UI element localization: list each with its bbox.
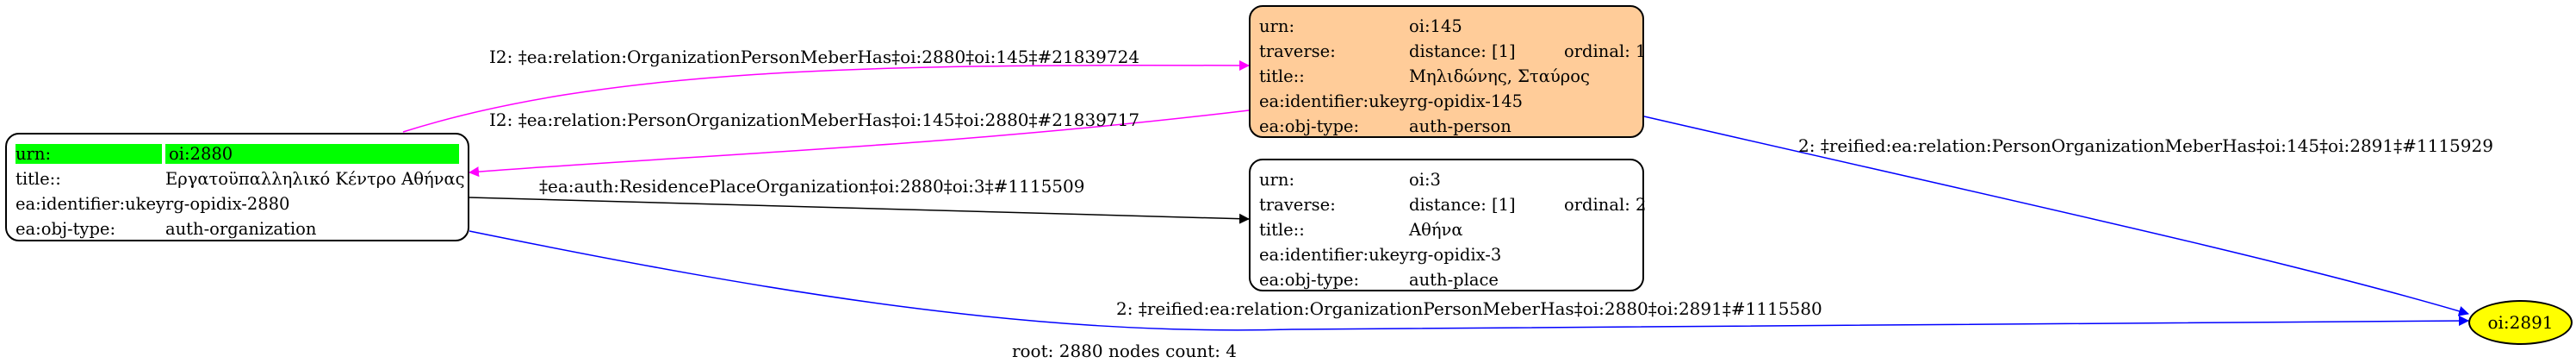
graph-footer: root: 2880 nodes count: 4 [1011, 341, 1238, 361]
person-row-urn: urn: oi:145 [1259, 14, 1634, 39]
place-ukey-value: rg-opidix-3 [1409, 245, 1502, 265]
place-row-urn: urn: oi:3 [1259, 167, 1634, 192]
place-row-type: ea:obj-type: auth-place [1259, 267, 1634, 292]
place-type-value: auth-place [1409, 270, 1499, 290]
root-urn-value: oi:2880 [165, 144, 459, 164]
place-ukey-key: ea:identifier:ukey [1259, 245, 1409, 265]
place-row-ukey: ea:identifier:ukey rg-opidix-3 [1259, 242, 1634, 267]
edge-org-to-person [402, 59, 1250, 133]
person-row-title: title:: Μηλιδώνης, Σταύρος [1259, 64, 1634, 89]
root-row-urn: urn: oi:2880 [16, 141, 459, 166]
person-traverse-key: traverse: [1259, 41, 1336, 61]
person-row-type: ea:obj-type: auth-person [1259, 114, 1634, 139]
place-node[interactable]: urn: oi:3 traverse: distance: [1] ordinal… [1249, 159, 1646, 292]
edge-person-to-org [469, 110, 1250, 178]
root-row-ukey: ea:identifier:ukey rg-opidix-2880 [16, 191, 459, 216]
root-row-title: title:: Εργατοϋπαλληλικό Κέντρο Αθήνας [16, 166, 465, 191]
place-row-traverse: traverse: distance: [1] ordinal: 2 [1259, 192, 1646, 217]
person-title-value: Μηλιδώνης, Σταύρος [1409, 66, 1590, 86]
root-ukey-key: ea:identifier:ukey [16, 194, 165, 214]
root-urn-key: urn: [16, 144, 162, 164]
person-ukey-value: rg-opidix-145 [1409, 91, 1524, 111]
person-ukey-key: ea:identifier:ukey [1259, 91, 1409, 111]
reified-node[interactable]: oi:2891 [2468, 300, 2573, 345]
person-node[interactable]: urn: oi:145 traverse: distance: [1] ordin… [1249, 5, 1646, 139]
root-title-key: title:: [16, 169, 61, 189]
edge-label-org-to-place: ‡ea:auth:ResidencePlaceOrganization‡oi:2… [539, 176, 1084, 197]
place-row-title: title:: Αθήνα [1259, 217, 1634, 242]
reified-node-label: oi:2891 [2487, 312, 2554, 333]
person-row-ukey: ea:identifier:ukey rg-opidix-145 [1259, 89, 1634, 114]
root-ukey-value: rg-opidix-2880 [165, 194, 290, 214]
edge-label-org-to-reified: 2: ‡reified:ea:relation:OrganizationPers… [1116, 298, 1822, 319]
person-ordinal: ordinal: 1 [1564, 41, 1647, 61]
place-urn-value: oi:3 [1409, 170, 1441, 190]
place-traverse-key: traverse: [1259, 195, 1336, 215]
place-type-key: ea:obj-type: [1259, 270, 1360, 290]
edge-label-person-to-reified: 2: ‡reified:ea:relation:PersonOrganizati… [1798, 135, 2493, 156]
place-ordinal: ordinal: 2 [1564, 195, 1647, 215]
edge-label-org-to-person: I2: ‡ea:relation:OrganizationPersonMeber… [489, 47, 1139, 67]
person-distance: distance: [1] [1409, 41, 1516, 61]
person-urn-value: oi:145 [1409, 16, 1462, 36]
place-title-key: title:: [1259, 220, 1305, 240]
person-row-traverse: traverse: distance: [1] ordinal: 1 [1259, 39, 1646, 64]
place-title-value: Αθήνα [1409, 220, 1463, 240]
person-title-key: title:: [1259, 66, 1305, 86]
root-type-key: ea:obj-type: [16, 219, 116, 239]
edge-label-person-to-org: I2: ‡ea:relation:PersonOrganizationMeber… [489, 110, 1139, 130]
root-type-value: auth-organization [165, 219, 317, 239]
edge-person-to-reified [1643, 116, 2469, 316]
person-urn-key: urn: [1259, 16, 1295, 36]
root-title-value: Εργατοϋπαλληλικό Κέντρο Αθήνας [165, 169, 465, 189]
place-urn-key: urn: [1259, 170, 1295, 190]
place-distance: distance: [1] [1409, 195, 1516, 215]
root-row-type: ea:obj-type: auth-organization [16, 216, 459, 241]
edge-org-to-place [469, 197, 1250, 224]
person-type-value: auth-person [1409, 116, 1511, 136]
person-type-key: ea:obj-type: [1259, 116, 1360, 136]
root-node-organization[interactable]: urn: oi:2880 title:: Εργατοϋπαλληλικό Κέ… [5, 133, 469, 241]
